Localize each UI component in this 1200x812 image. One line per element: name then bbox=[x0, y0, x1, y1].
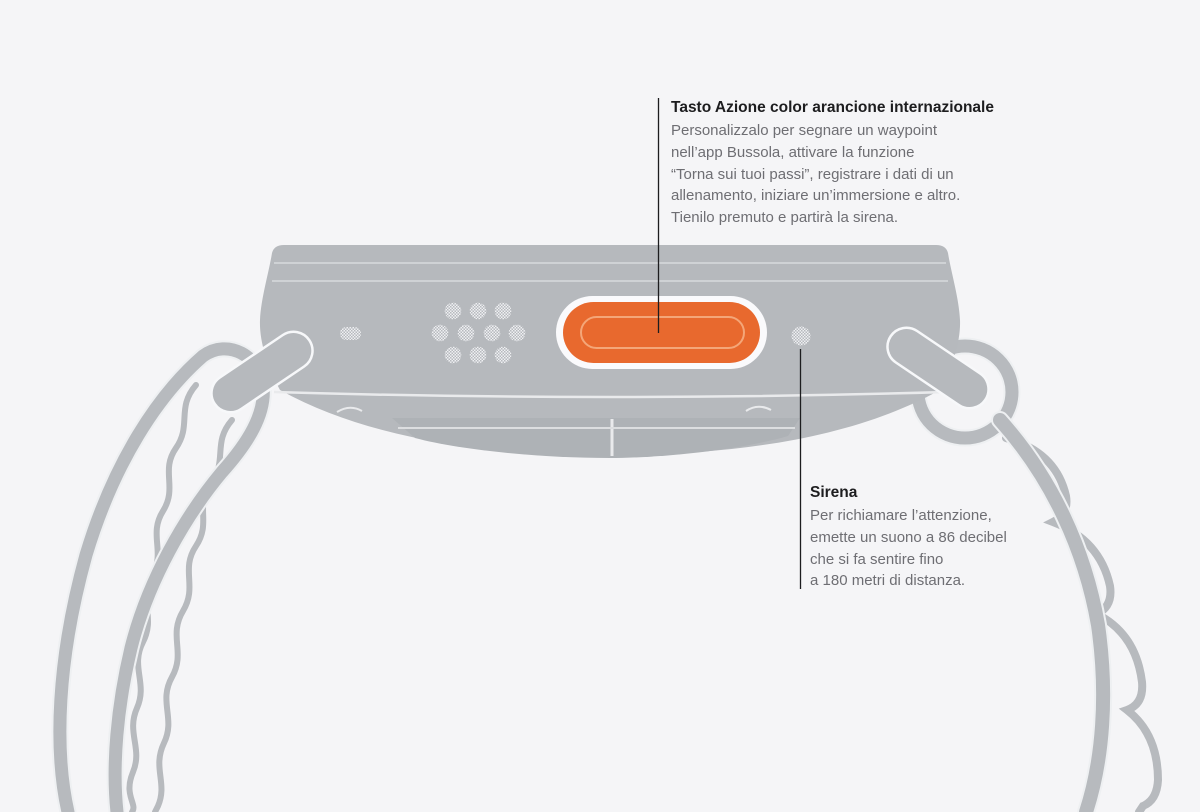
siren-callout-line: Per richiamare l’attenzione, bbox=[810, 507, 992, 524]
action-button-callout-line: allenamento, iniziare un’immersione e al… bbox=[671, 187, 961, 205]
right-lug bbox=[886, 326, 990, 410]
speaker-grille bbox=[431, 302, 526, 364]
siren-callout-line: a 180 metri di distanza. bbox=[810, 572, 966, 590]
speaker-hole bbox=[457, 324, 475, 342]
band-right-scallop-line bbox=[1002, 434, 1163, 812]
left-lug bbox=[210, 330, 314, 414]
siren-callout-line: che si fa sentire fino bbox=[810, 550, 944, 568]
speaker-hole bbox=[444, 346, 462, 364]
watch-band-left bbox=[51, 340, 272, 812]
action-button bbox=[556, 296, 767, 369]
action-button-callout-line: Tienilo premuto e partirà la sirena. bbox=[671, 209, 899, 227]
action-button-callout-line: nell’app Bussola, attivare la funzione bbox=[671, 143, 915, 161]
speaker-hole bbox=[494, 302, 512, 320]
speaker-hole bbox=[431, 324, 449, 342]
speaker-hole bbox=[469, 346, 487, 364]
action-button-callout-line: Personalizzalo per segnare un waypoint bbox=[671, 122, 937, 139]
speaker-hole bbox=[508, 324, 526, 342]
case-bottom-plate bbox=[392, 418, 800, 458]
action-button-callout: Tasto Azione color arancione internazion… bbox=[671, 97, 994, 229]
siren-callout-line: emette un suono a 86 decibel bbox=[810, 528, 1007, 546]
siren-callout: Sirena Per richiamare l’attenzione, emet… bbox=[810, 482, 1007, 592]
siren-callout-title: Sirena bbox=[810, 484, 858, 501]
case-bottom-seam bbox=[273, 390, 947, 399]
action-button-callout-title: Tasto Azione color arancione internazion… bbox=[671, 99, 994, 116]
speaker-hole bbox=[494, 346, 512, 364]
action-button-orange bbox=[563, 302, 760, 363]
band-right-strand bbox=[993, 413, 1111, 812]
case-lug-seam bbox=[336, 406, 363, 413]
speaker-hole bbox=[469, 302, 487, 320]
action-button-callout-line: “Torna sui tuoi passi”, registrare i dat… bbox=[671, 165, 954, 183]
speaker-hole bbox=[483, 324, 501, 342]
siren-hole bbox=[791, 326, 811, 346]
action-button-inner-ring bbox=[580, 316, 745, 349]
mic-hole bbox=[340, 327, 361, 340]
speaker-hole bbox=[444, 302, 462, 320]
case-lug-seam bbox=[745, 405, 772, 412]
